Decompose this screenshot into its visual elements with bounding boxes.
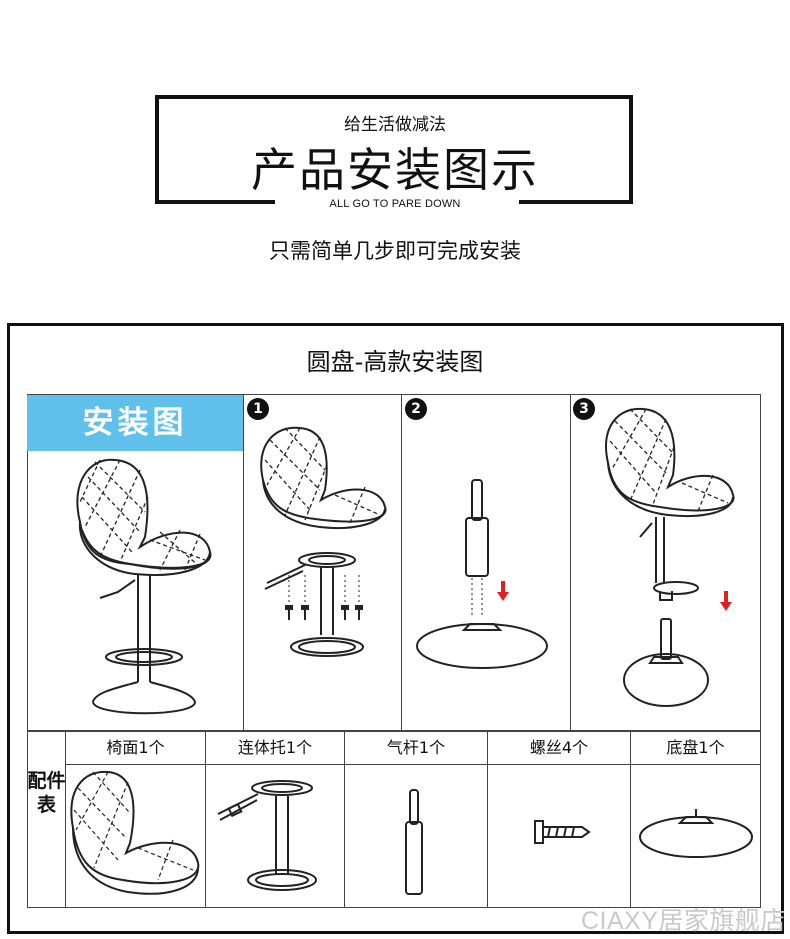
- part-cell-gas-rod: [344, 731, 488, 908]
- assembled-stool-illustration: [76, 458, 212, 715]
- header-english: ALL GO TO PARE DOWN: [329, 198, 461, 210]
- part-label-seat: 椅面1个: [65, 731, 206, 765]
- panel-step-3: [570, 394, 761, 731]
- part-cell-connector: [205, 731, 345, 908]
- part-label-gas-rod: 气杆1个: [344, 731, 488, 765]
- part-cell-seat: [65, 731, 206, 908]
- panel-step-1: [243, 394, 402, 731]
- base-part-illustration: [639, 809, 753, 858]
- part-label-base: 底盘1个: [630, 731, 761, 765]
- step-3-illustration: [605, 407, 735, 707]
- step-2-illustration: [416, 479, 548, 669]
- section-title: 圆盘-高款安装图: [306, 348, 484, 376]
- part-cell-base: [630, 731, 761, 908]
- page-title: 产品安装图示: [251, 143, 539, 197]
- header-tagline: 给生活做减法: [344, 115, 446, 135]
- gas-rod-part-illustration: [405, 789, 423, 895]
- screw-part-illustration: [534, 820, 591, 844]
- part-label-connector: 连体托1个: [205, 731, 345, 765]
- part-cell-screws: [487, 731, 631, 908]
- step-number-2: 2: [405, 398, 427, 420]
- header-subline: 只需简单几步即可完成安装: [269, 239, 521, 263]
- step-number-1: 1: [247, 398, 269, 420]
- step-number-3: 3: [573, 398, 595, 420]
- header-frame-gap: [275, 196, 519, 210]
- install-badge: 安装图: [27, 395, 243, 451]
- panel-step-2: [401, 394, 571, 731]
- parts-side-label: 配件表: [27, 770, 66, 816]
- installation-box: [7, 323, 784, 934]
- store-watermark: CIAXY居家旗舰店: [580, 907, 786, 935]
- part-label-screws: 螺丝4个: [487, 731, 631, 765]
- step-1-illustration: [260, 426, 387, 657]
- seat-part-illustration: [70, 770, 200, 895]
- connector-part-illustration: [217, 780, 317, 891]
